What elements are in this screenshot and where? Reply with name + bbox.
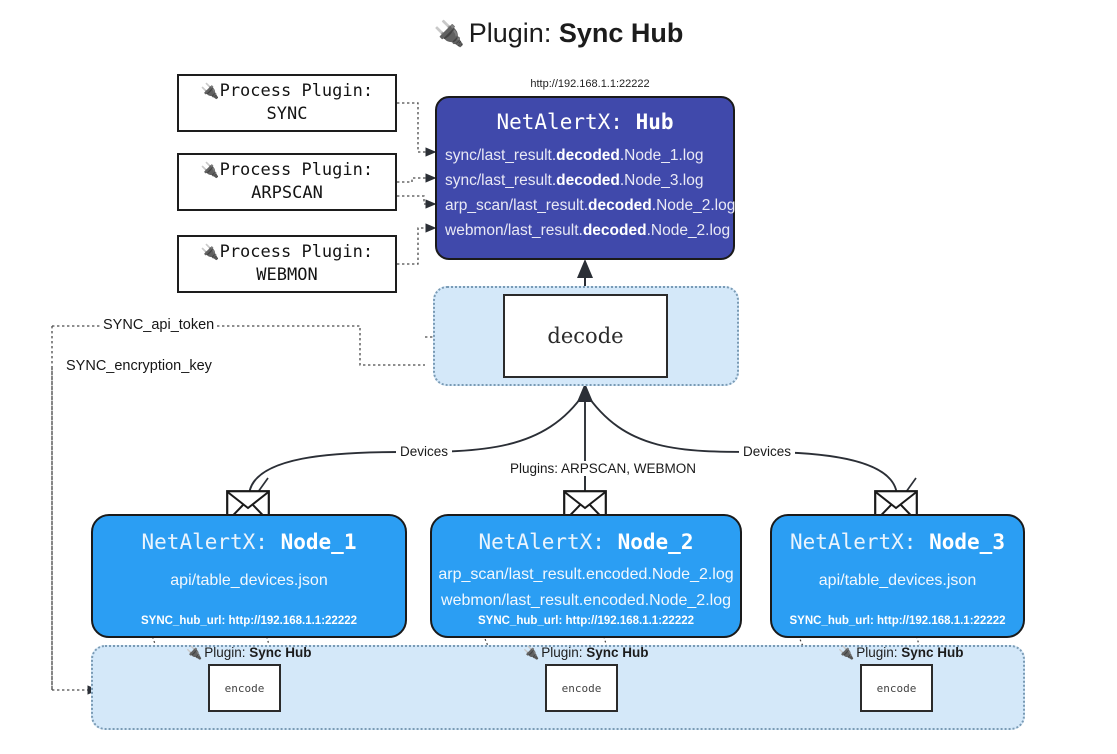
plug-icon: 🔌 <box>200 82 220 101</box>
encode-label: encode <box>561 681 602 695</box>
sync-api-token-label: SYNC_api_token <box>100 317 218 333</box>
edge-label-devices-right: Devices <box>739 444 796 459</box>
hub-node[interactable]: NetAlertX: Hub sync/last_result.decoded.… <box>435 96 735 260</box>
process-plugin-sync-line2: SYNC <box>266 104 308 124</box>
hub-log-row: sync/last_result.decoded.Node_3.log <box>445 172 704 190</box>
node-line: api/table_devices.json <box>818 572 977 589</box>
node-line: arp_scan/last_result.encoded.Node_2.log <box>438 566 734 583</box>
hub-log-row: webmon/last_result.decoded.Node_2.log <box>445 222 731 240</box>
node-3-title: NetAlertX: Node_3 <box>790 530 1005 554</box>
process-plugin-arpscan-line1: Process Plugin: <box>219 160 374 181</box>
node-3-lines: api/table_devices.json <box>772 568 1023 594</box>
encode-pool-label-2: 🔌Plugin: Sync Hub <box>523 645 649 660</box>
node-1-lines: api/table_devices.json <box>93 568 405 594</box>
node-2-lines: arp_scan/last_result.encoded.Node_2.log … <box>432 562 740 614</box>
plug-icon: 🔌 <box>186 645 203 660</box>
process-plugin-arpscan-line2: ARPSCAN <box>251 183 323 203</box>
process-plugin-webmon-line2: WEBMON <box>256 265 318 285</box>
process-plugin-sync-line1: Process Plugin: <box>219 81 374 102</box>
node-3-hub-url: SYNC_hub_url: http://192.168.1.1:22222 <box>789 615 1006 627</box>
encode-pool-label-1: 🔌Plugin: Sync Hub <box>186 645 312 660</box>
decode-label: decode <box>547 324 624 348</box>
plug-icon: 🔌 <box>200 243 220 262</box>
hub-log-row: arp_scan/last_result.decoded.Node_2.log <box>445 197 736 215</box>
encode-label: encode <box>224 681 265 695</box>
node-2-title: NetAlertX: Node_2 <box>478 530 694 554</box>
node-box-node-2[interactable]: NetAlertX: Node_2 arp_scan/last_result.e… <box>430 514 742 638</box>
edge-label-plugins: Plugins: ARPSCAN, WEBMON <box>506 461 701 476</box>
node-1-hub-url: SYNC_hub_url: http://192.168.1.1:22222 <box>140 615 358 627</box>
encode-box-3[interactable]: encode <box>860 664 933 712</box>
hub-log-list: sync/last_result.decoded.Node_1.log sync… <box>437 143 736 243</box>
page-title: 🔌Plugin: Sync Hub <box>0 18 1117 49</box>
plug-icon: 🔌 <box>433 20 465 48</box>
node-2-hub-url: SYNC_hub_url: http://192.168.1.1:22222 <box>477 615 695 627</box>
edge-label-devices-left: Devices <box>396 444 453 459</box>
node-line: api/table_devices.json <box>170 572 328 589</box>
node-1-title: NetAlertX: Node_1 <box>141 530 357 554</box>
node-line: webmon/last_result.encoded.Node_2.log <box>441 591 731 609</box>
plug-icon: 🔌 <box>523 645 540 660</box>
node-box-node-3[interactable]: NetAlertX: Node_3 api/table_devices.json… <box>770 514 1025 638</box>
encode-label: encode <box>876 681 917 695</box>
plug-icon: 🔌 <box>200 161 220 180</box>
page-title-name: Sync Hub <box>558 18 684 48</box>
process-plugin-sync[interactable]: 🔌Process Plugin: SYNC <box>177 74 397 132</box>
decode-box[interactable]: decode <box>503 294 668 378</box>
hub-title-prefix: NetAlertX: <box>496 110 623 134</box>
encode-box-2[interactable]: encode <box>545 664 618 712</box>
hub-title: NetAlertX: Hub <box>437 110 733 134</box>
encode-pool-label-3: 🔌Plugin: Sync Hub <box>838 645 964 660</box>
sync-encryption-key-label: SYNC_encryption_key <box>63 358 215 374</box>
hub-url-label: http://192.168.1.1:22222 <box>530 78 650 90</box>
process-plugin-webmon[interactable]: 🔌Process Plugin: WEBMON <box>177 235 397 293</box>
encode-box-1[interactable]: encode <box>208 664 281 712</box>
process-plugin-arpscan[interactable]: 🔌Process Plugin: ARPSCAN <box>177 153 397 211</box>
hub-log-row: sync/last_result.decoded.Node_1.log <box>445 147 704 164</box>
plug-icon: 🔌 <box>838 645 855 660</box>
node-box-node-1[interactable]: NetAlertX: Node_1 api/table_devices.json… <box>91 514 407 638</box>
process-plugin-webmon-line1: Process Plugin: <box>219 242 374 263</box>
page-title-prefix: Plugin: <box>468 18 552 48</box>
hub-title-name: Hub <box>635 110 674 134</box>
